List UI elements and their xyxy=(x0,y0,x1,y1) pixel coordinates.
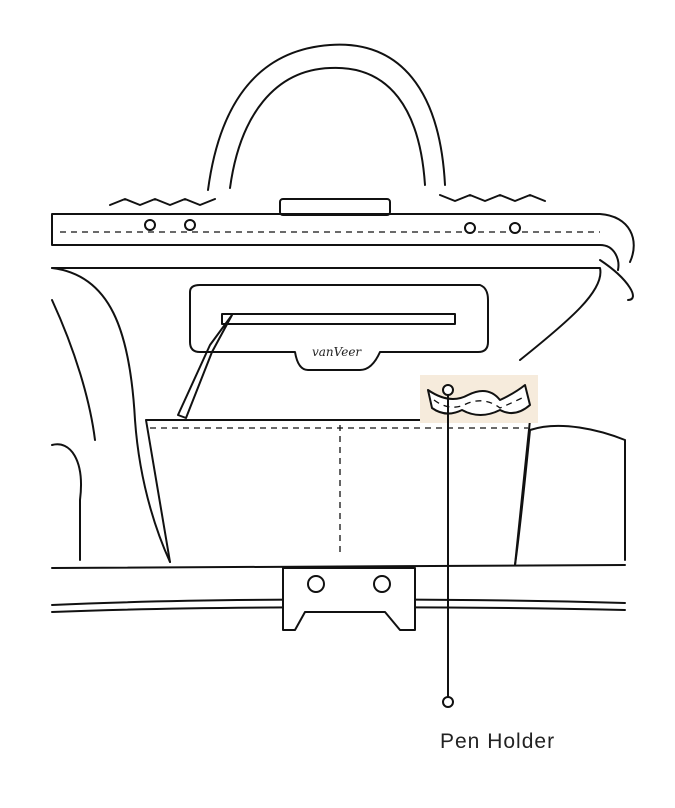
foot-bracket xyxy=(282,567,416,631)
pocket-stitching xyxy=(150,425,528,555)
callout-dot-bottom xyxy=(442,696,454,708)
bag-body-right xyxy=(51,259,634,566)
front-pocket xyxy=(145,419,531,566)
bag-body-left xyxy=(51,267,171,563)
brand-logo: vanVeer xyxy=(312,345,362,359)
chain-right xyxy=(439,194,546,202)
rivets xyxy=(144,219,521,234)
clasp xyxy=(279,198,391,216)
chain-left xyxy=(109,198,216,206)
zipper-pull xyxy=(177,314,233,419)
zipper xyxy=(221,313,456,325)
callout-dot-top xyxy=(442,384,454,396)
bag-frame xyxy=(51,213,635,271)
handle xyxy=(207,43,446,191)
pen-holder xyxy=(427,384,531,416)
pen-holder-label: Pen Holder xyxy=(440,730,556,753)
zip-pocket xyxy=(189,284,489,371)
